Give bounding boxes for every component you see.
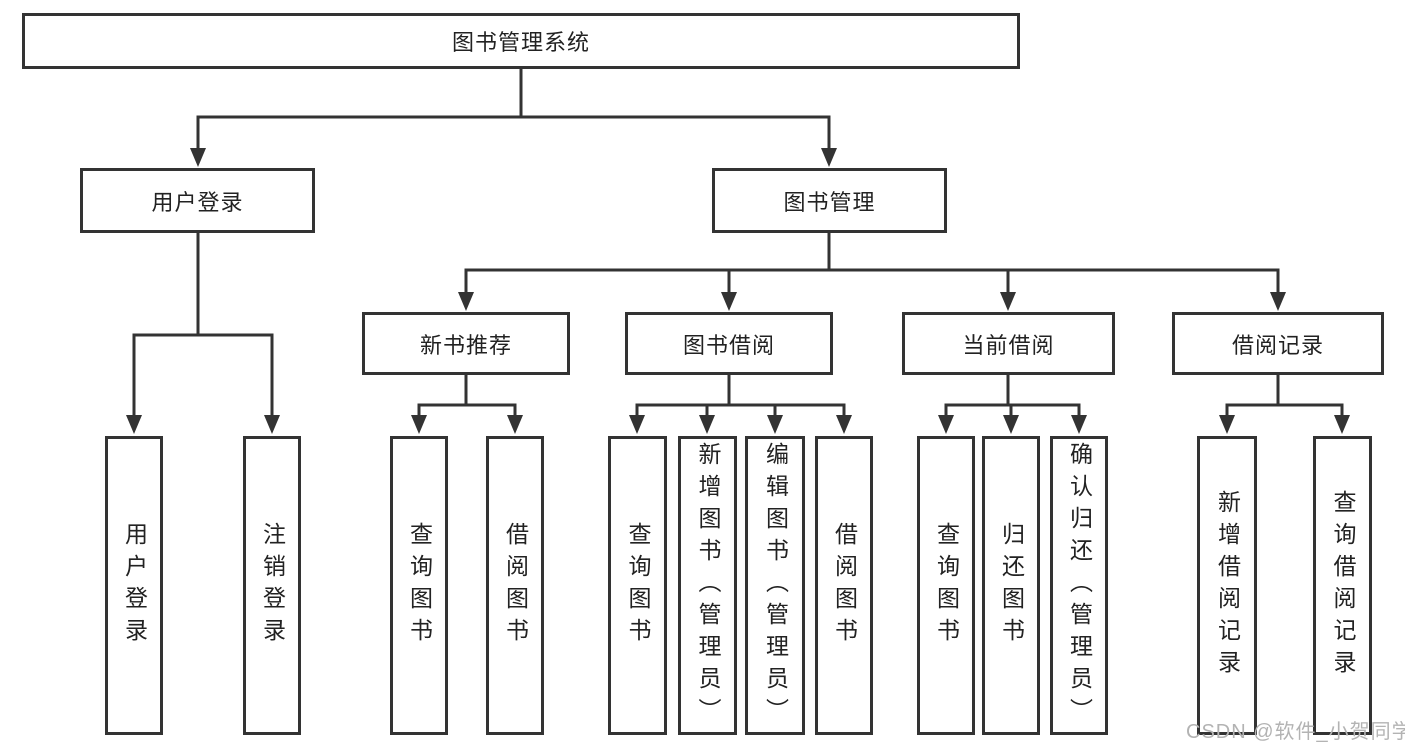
node-new-book-recommend: 新书推荐 [362,312,570,375]
node-root-label: 图书管理系统 [451,30,590,55]
node-root: 图书管理系统 [22,13,1020,69]
leaf-bb-add-books-admin: 新增图书（管理员） [678,436,737,735]
leaf-bb-query-books: 查询图书 [608,436,667,735]
node-user-login: 用户登录 [80,168,315,233]
leaf-nbr-query-books: 查询图书 [390,436,448,735]
leaf-cb-query-books: 查询图书 [917,436,975,735]
leaf-br-query-record: 查询借阅记录 [1313,436,1372,735]
watermark: CSDN @软件_小贺同学 [1186,715,1405,744]
leaf-cb-confirm-return-admin-label: 确认归还（管理员） [1066,441,1093,730]
node-book-borrowing: 图书借阅 [625,312,833,375]
leaf-bb-edit-books-admin-label: 编辑图书（管理员） [762,441,789,730]
leaf-cb-query-books-label: 查询图书 [933,521,960,650]
node-book-borrowing-label: 图书借阅 [682,332,775,358]
node-current-borrowing: 当前借阅 [902,312,1115,375]
node-new-book-recommend-label: 新书推荐 [419,332,512,358]
leaf-nbr-query-books-label: 查询图书 [406,521,433,650]
leaf-br-add-record: 新增借阅记录 [1197,436,1257,735]
node-book-management: 图书管理 [712,168,947,233]
leaf-bb-borrow-books-label: 借阅图书 [831,521,858,650]
node-borrowing-records-label: 借阅记录 [1231,332,1324,358]
leaf-logout-label: 注销登录 [259,521,286,650]
node-borrowing-records: 借阅记录 [1172,312,1384,375]
node-book-management-label: 图书管理 [783,189,876,215]
leaf-bb-add-books-admin-label: 新增图书（管理员） [695,441,721,730]
leaf-user-login: 用户登录 [105,436,163,735]
leaf-bb-query-books-label: 查询图书 [625,521,651,650]
leaf-user-login-label: 用户登录 [121,521,148,650]
leaf-cb-return-books-label: 归还图书 [998,521,1025,650]
leaf-nbr-borrow-books-label: 借阅图书 [502,521,529,650]
leaf-logout: 注销登录 [243,436,301,735]
leaf-br-query-record-label: 查询借阅记录 [1330,489,1356,682]
leaf-cb-return-books: 归还图书 [982,436,1040,735]
leaf-bb-borrow-books: 借阅图书 [815,436,873,735]
watermark-text: CSDN @软件_小贺同学 [1186,721,1405,743]
leaf-nbr-borrow-books: 借阅图书 [486,436,544,735]
node-user-login-label: 用户登录 [151,189,244,215]
leaf-br-add-record-label: 新增借阅记录 [1214,489,1241,682]
leaf-bb-edit-books-admin: 编辑图书（管理员） [745,436,805,735]
leaf-cb-confirm-return-admin: 确认归还（管理员） [1050,436,1108,735]
node-current-borrowing-label: 当前借阅 [962,332,1055,358]
